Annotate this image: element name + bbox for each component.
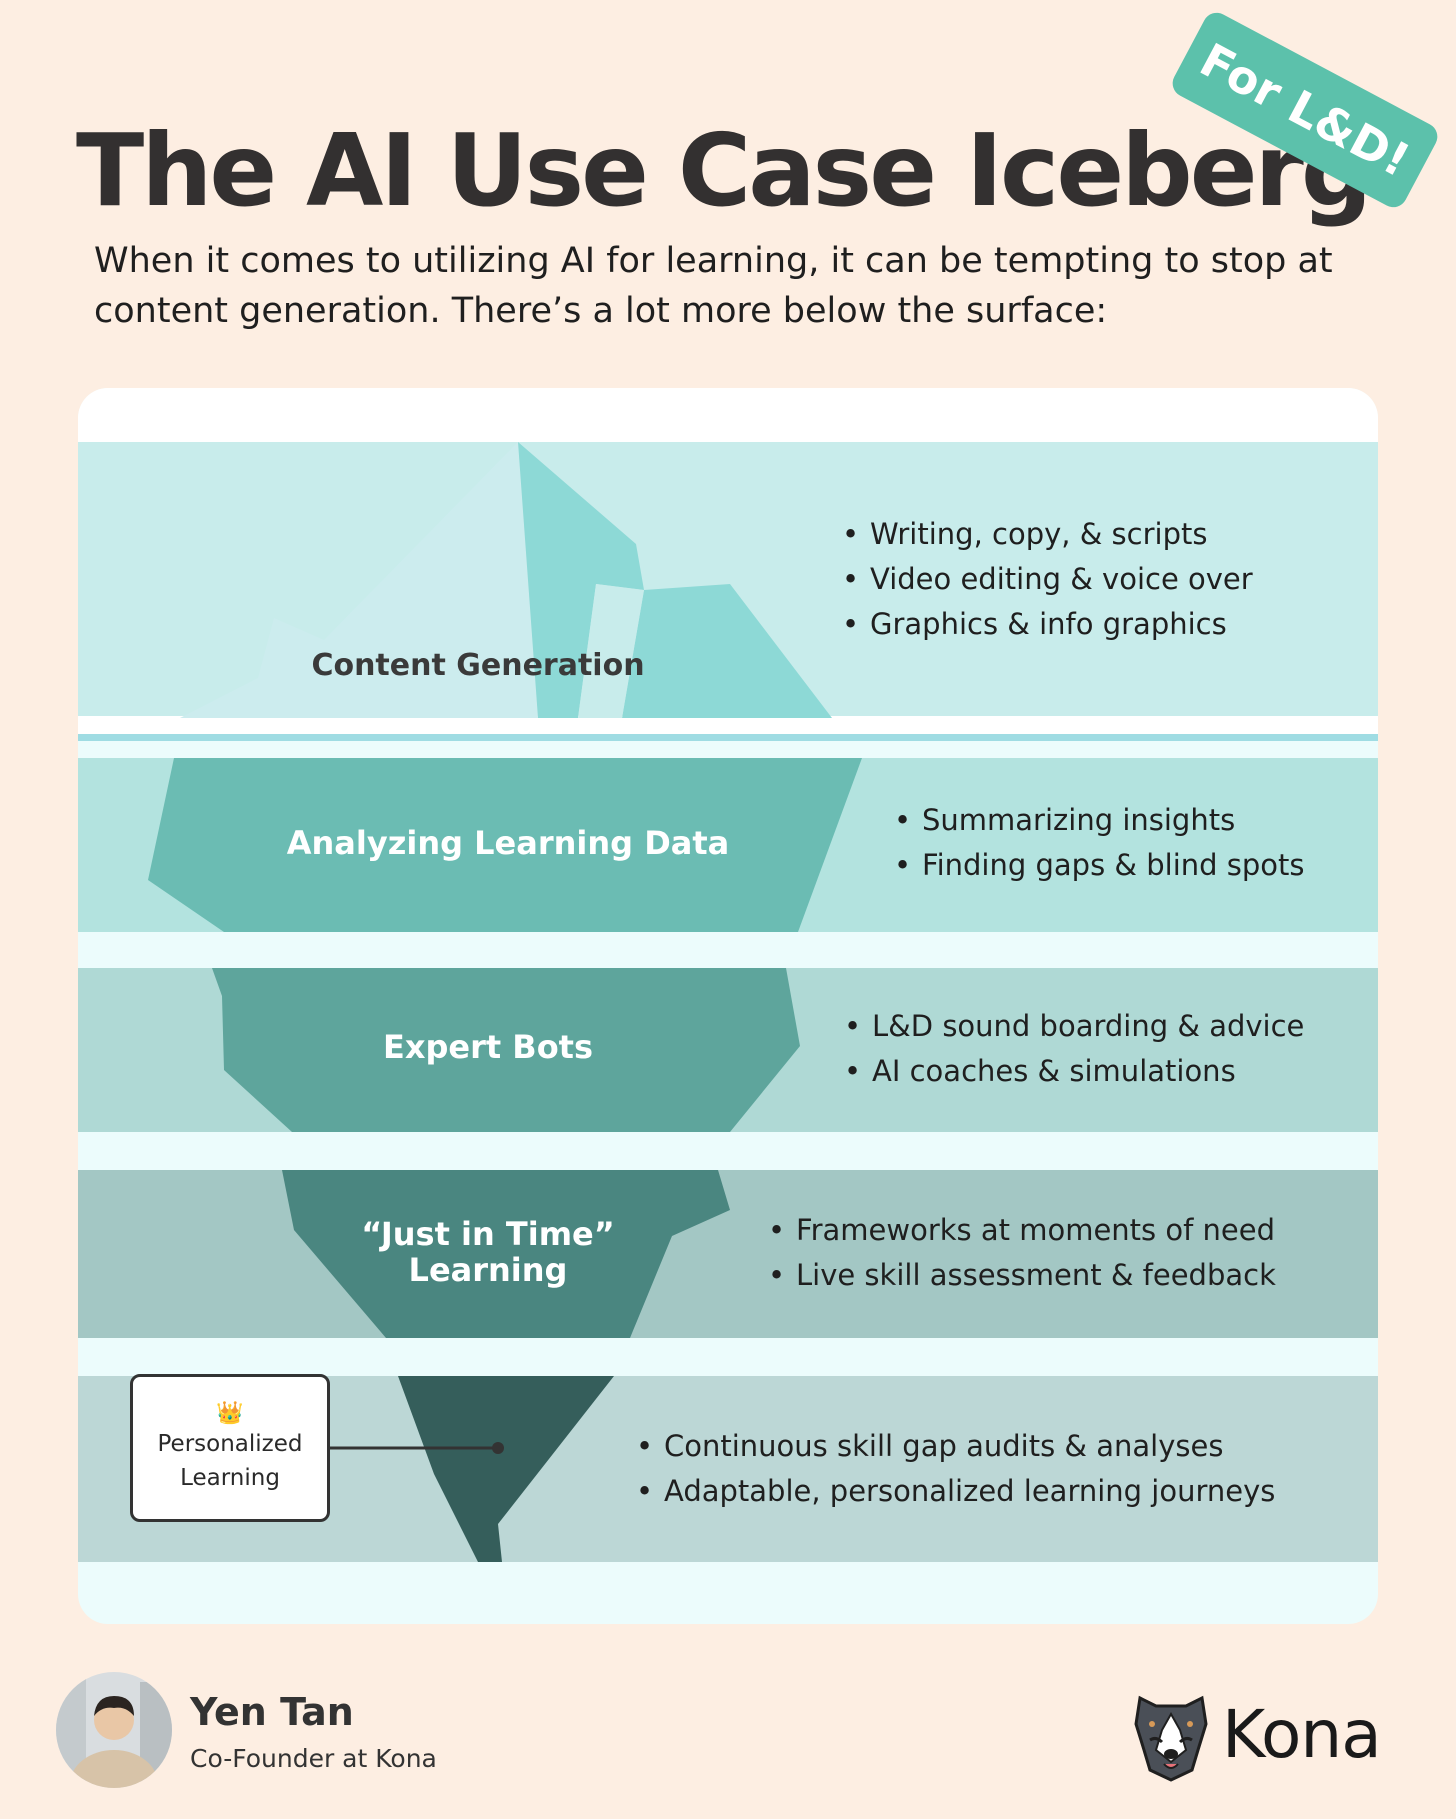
bullets-just-in-time: Frameworks at moments of need Live skill… — [768, 1208, 1276, 1298]
crown-icon: 👑 — [216, 1401, 244, 1426]
iceberg-tip-gap — [578, 584, 644, 718]
brand-name: Kona — [1222, 1696, 1382, 1773]
page-title: The AI Use Case Iceberg — [76, 112, 1372, 229]
layer-label-just-in-time: “Just in Time” Learning — [318, 1216, 658, 1288]
list-item: Adaptable, personalized learning journey… — [636, 1469, 1275, 1514]
iceberg-layer-3 — [212, 968, 800, 1132]
personalized-learning-callout: 👑 Personalized Learning — [130, 1374, 330, 1522]
page-subtitle: When it comes to utilizing AI for learni… — [94, 241, 1333, 331]
iceberg-tip-face — [518, 442, 644, 718]
bullets-content-generation: Writing, copy, & scripts Video editing &… — [842, 512, 1253, 647]
avatar — [56, 1672, 172, 1788]
iceberg-layer-5 — [398, 1376, 614, 1562]
author-role: Co-Founder at Kona — [190, 1744, 437, 1773]
callout-connector-dot — [492, 1442, 504, 1454]
list-item: Writing, copy, & scripts — [842, 512, 1253, 557]
list-item: L&D sound boarding & advice — [844, 1004, 1304, 1049]
author-name: Yen Tan — [190, 1690, 354, 1734]
bullets-analyzing-learning-data: Summarizing insights Finding gaps & blin… — [894, 798, 1305, 888]
callout-text: Personalized Learning — [157, 1431, 303, 1491]
waterline — [78, 734, 1378, 741]
list-item: Graphics & info graphics — [842, 602, 1253, 647]
iceberg-tip-light — [180, 442, 538, 718]
list-item: Summarizing insights — [894, 798, 1305, 843]
dog-logo-icon — [1134, 1695, 1208, 1782]
bullets-expert-bots: L&D sound boarding & advice AI coaches &… — [844, 1004, 1304, 1094]
iceberg-layer-4 — [282, 1170, 730, 1338]
layer-label-analyzing-learning-data: Analyzing Learning Data — [286, 824, 730, 862]
iceberg-tip-right — [622, 584, 832, 718]
list-item: Continuous skill gap audits & analyses — [636, 1424, 1275, 1469]
layer-label-content-generation: Content Generation — [311, 648, 645, 683]
layer-label-expert-bots: Expert Bots — [382, 1028, 594, 1066]
iceberg-layer-2 — [148, 758, 862, 932]
list-item: Live skill assessment & feedback — [768, 1253, 1276, 1298]
list-item: Video editing & voice over — [842, 557, 1253, 602]
list-item: Frameworks at moments of need — [768, 1208, 1276, 1253]
layer-label-just-in-time-line-1: “Just in Time” — [361, 1215, 615, 1253]
bullets-personalized-learning: Continuous skill gap audits & analyses A… — [636, 1424, 1275, 1514]
iceberg-card: Content Generation Analyzing Learning Da… — [78, 388, 1378, 1624]
list-item: AI coaches & simulations — [844, 1049, 1304, 1094]
list-item: Finding gaps & blind spots — [894, 843, 1305, 888]
iceberg-graphic — [148, 442, 862, 1562]
layer-label-just-in-time-line-2: Learning — [408, 1251, 568, 1289]
